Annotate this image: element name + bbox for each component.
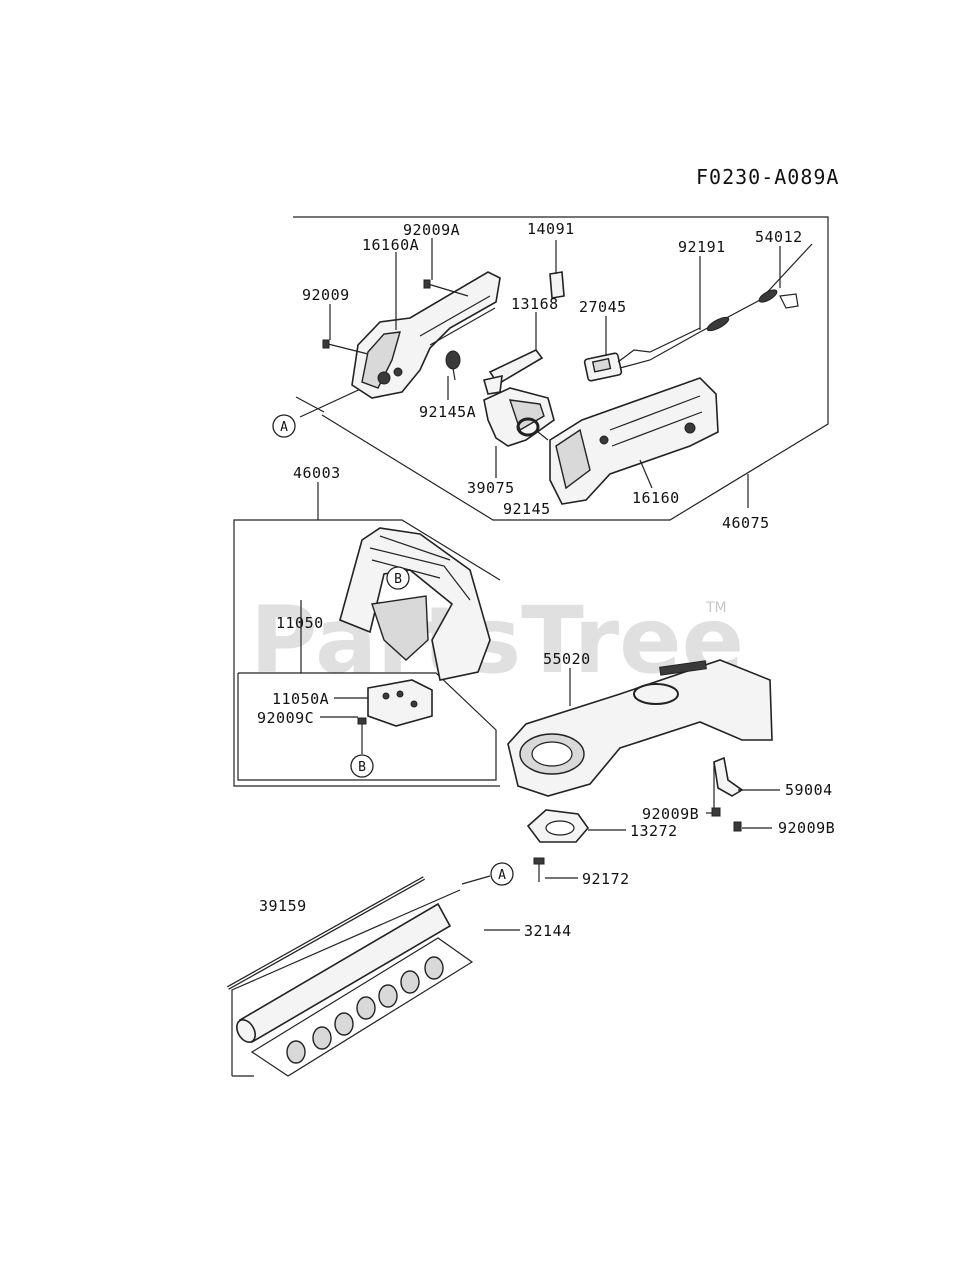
label-59004: 59004 [785, 781, 833, 799]
throttle-cable-92191 [619, 243, 813, 369]
label-92145: 92145 [503, 500, 551, 518]
screw-92009A [423, 279, 469, 297]
ref-circle-a-bottom: A [490, 862, 514, 886]
stop-switch-27045 [583, 327, 701, 382]
label-54012: 54012 [755, 228, 803, 246]
label-92172: 92172 [582, 870, 630, 888]
label-39075: 39075 [467, 479, 515, 497]
pipe-32144 [236, 902, 452, 1044]
label-13272: 13272 [630, 822, 678, 840]
label-14091: 14091 [527, 220, 575, 238]
label-46003: 46003 [293, 464, 341, 482]
bushings [250, 937, 474, 1077]
label-92145A: 92145A [419, 403, 476, 421]
assembly-46003-outline [233, 519, 501, 787]
label-92009C: 92009C [257, 709, 314, 727]
ref-circle-a-top: A [272, 414, 296, 438]
label-39159: 39159 [259, 897, 307, 915]
o-ring-92145 [516, 417, 549, 441]
clip-14091 [549, 262, 565, 299]
ref-circle-b-bottom: B [350, 754, 374, 778]
drive-shaft-39159 [227, 876, 425, 990]
screw-92009B-guard [711, 807, 721, 817]
spring-92145A [445, 350, 461, 381]
watermark-text: PartsTree [250, 587, 744, 694]
diagram-code: F0230-A089A [696, 165, 839, 189]
label-92009: 92009 [302, 286, 350, 304]
handle-housing-16160 [549, 377, 719, 505]
guard-55020 [507, 659, 773, 797]
clamp-11050A [367, 679, 433, 727]
label-11050: 11050 [276, 614, 324, 632]
svg-text:B: B [358, 760, 366, 775]
label-16160A: 16160A [362, 236, 419, 254]
label-92191: 92191 [678, 238, 726, 256]
label-13168: 13168 [511, 295, 559, 313]
bracket-59004 [713, 756, 744, 810]
screw-92009 [322, 339, 369, 355]
label-46075: 46075 [722, 514, 770, 532]
label-27045: 27045 [579, 298, 627, 316]
ref-circle-b-top: B [386, 566, 410, 590]
label-11050A: 11050A [272, 690, 329, 708]
svg-text:A: A [498, 868, 506, 883]
watermark-trademark: TM [705, 600, 727, 616]
svg-text:B: B [394, 572, 402, 587]
bolt-92172 [533, 857, 545, 882]
shaft-assembly-outline [231, 889, 461, 1077]
label-92009B-guard: 92009B [642, 805, 699, 823]
label-92009A: 92009A [403, 221, 460, 239]
handle-housing-16160A [351, 271, 501, 399]
plate-13272 [526, 809, 590, 843]
label-92009B-bracket: 92009B [778, 819, 835, 837]
lever-13168 [482, 312, 544, 395]
throttle-trigger-39075 [483, 387, 555, 447]
label-16160: 16160 [632, 489, 680, 507]
bolt-92009C [357, 717, 367, 754]
svg-text:A: A [280, 420, 288, 435]
screw-92009B-bracket [733, 821, 742, 832]
label-55020: 55020 [543, 650, 591, 668]
label-32144: 32144 [524, 922, 572, 940]
leader-lines [317, 238, 781, 931]
